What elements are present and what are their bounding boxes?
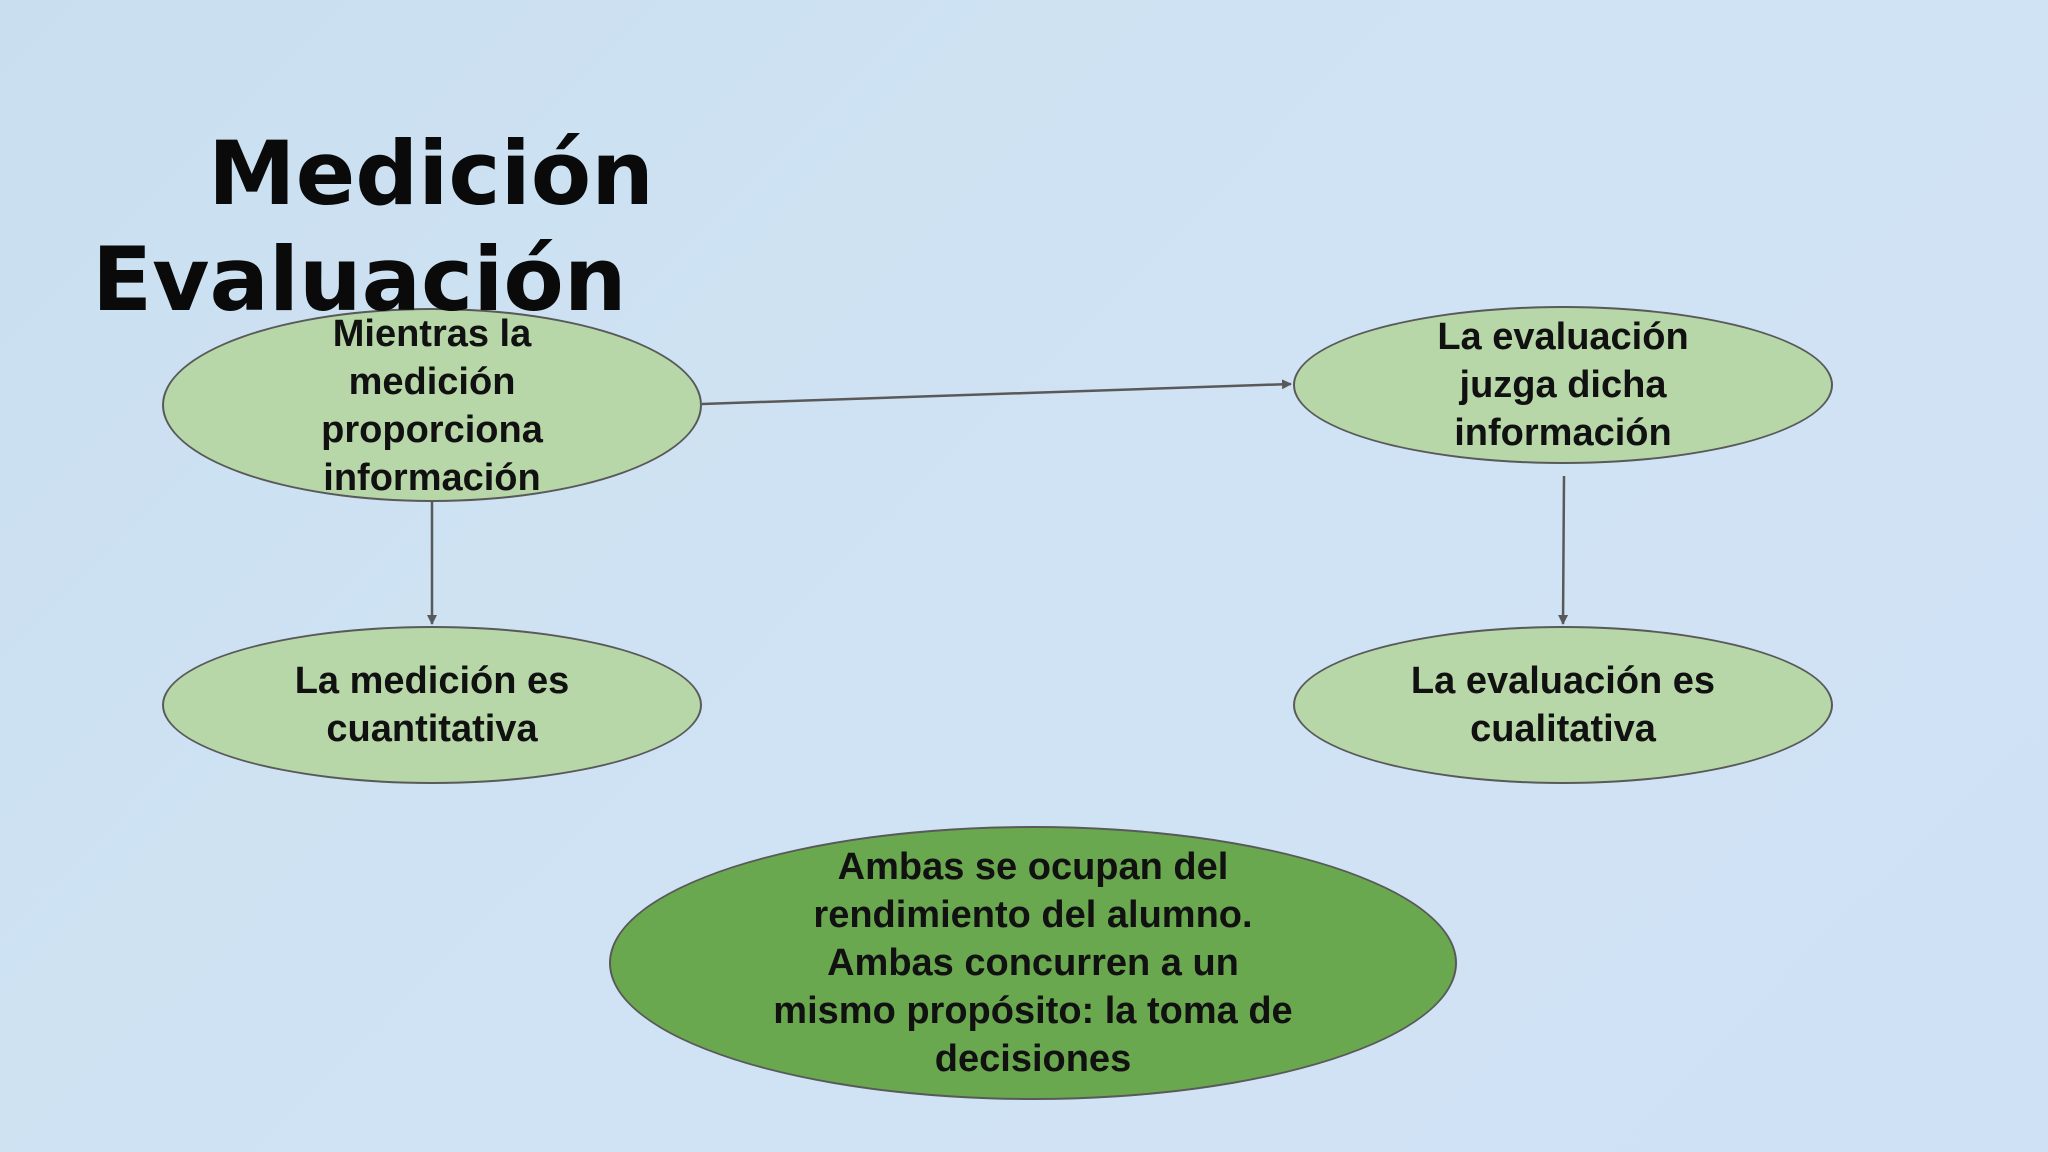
node-measurement-provides-info-text: Mientras la medición proporciona informa… [321, 313, 543, 499]
title-medicion: Medición [208, 122, 654, 225]
node-evaluation-qualitative: La evaluación es cualitativa [1293, 626, 1833, 784]
node-measurement-provides-info: Mientras la medición proporciona informa… [162, 308, 702, 502]
node-both-common-purpose-text: Ambas se ocupan del rendimiento del alum… [773, 846, 1293, 1080]
title-evaluacion: Evaluación [92, 228, 627, 331]
node-measurement-quantitative-text: La medición es cuantitativa [294, 660, 570, 750]
arrow-judge-to-qualitative [1558, 475, 1569, 625]
node-evaluation-judges-info: La evaluación juzga dicha información [1293, 306, 1833, 464]
arrow-info-to-judge [701, 379, 1292, 406]
node-measurement-quantitative: La medición es cuantitativa [162, 626, 702, 784]
node-evaluation-judges-info-text: La evaluación juzga dicha información [1437, 316, 1689, 454]
node-both-common-purpose: Ambas se ocupan del rendimiento del alum… [609, 826, 1457, 1100]
node-evaluation-qualitative-text: La evaluación es cualitativa [1410, 660, 1716, 750]
